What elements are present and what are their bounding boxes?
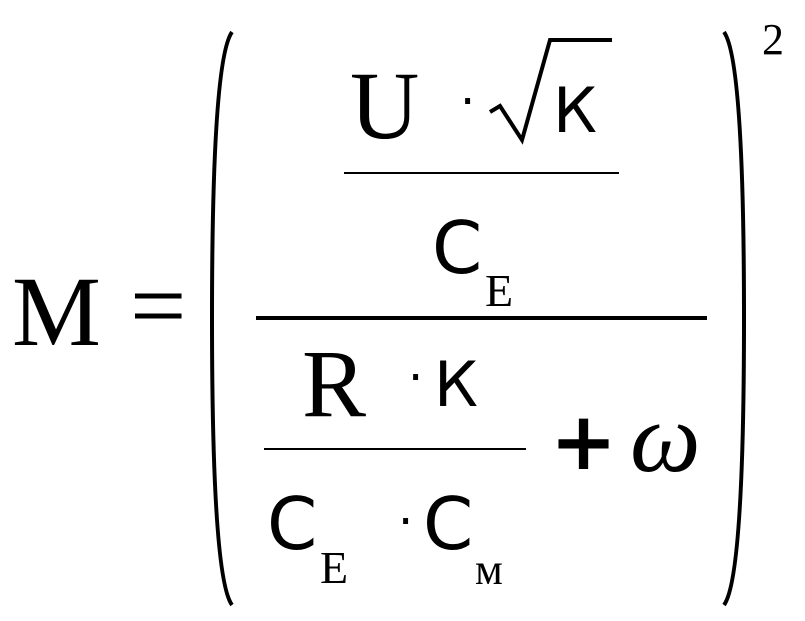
multiply-dot: · [460,74,476,130]
multiply-dot: · [398,494,414,550]
ce-symbol: С [267,482,318,566]
multiply-dot: · [408,350,424,406]
cm-symbol: С [423,482,474,566]
fraction-line-lower [264,448,526,450]
factor-k: К [434,348,479,421]
left-parenthesis [209,30,234,607]
resistance-symbol: R [302,330,367,437]
ce-subscript: Е [320,542,349,593]
cm-subscript: м [475,545,503,594]
fraction-line-upper [344,172,619,174]
main-fraction-line [256,316,707,320]
omega-symbol: ω [630,382,701,493]
exponent: 2 [762,15,784,64]
lhs-symbol: M [12,256,101,367]
plus-sign: + [550,395,618,488]
ce-symbol: С [432,206,483,290]
equals-sign: = [130,250,187,361]
voltage-symbol: U [350,52,420,159]
radicand-k: К [553,74,598,147]
sqrt-icon [488,38,612,145]
ce-subscript: Е [485,265,514,316]
right-parenthesis [722,30,747,607]
